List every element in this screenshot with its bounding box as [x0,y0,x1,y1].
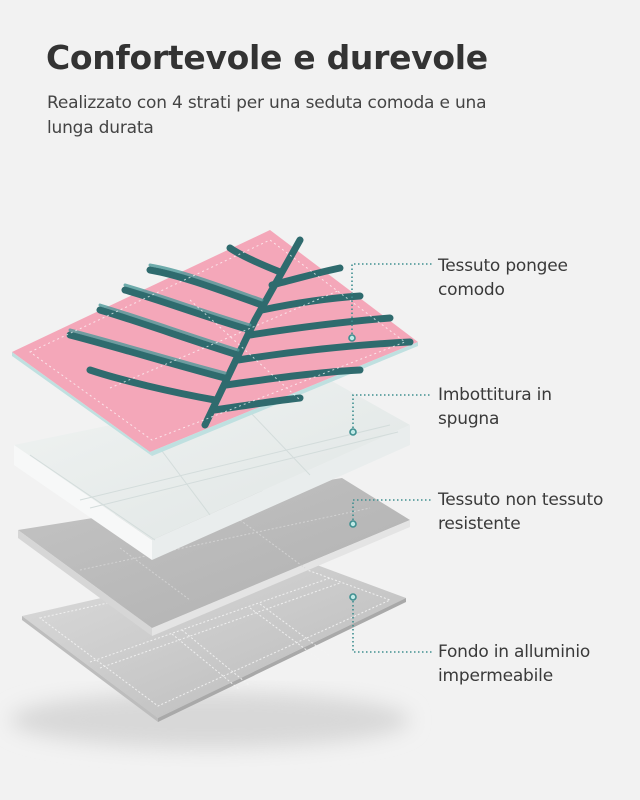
page-subtitle: Realizzato con 4 strati per una seduta c… [47,93,487,138]
leader-lines [351,263,432,653]
layer-foam-padding [14,380,410,560]
label-top-fabric-line1: Tessuto pongee [438,256,568,276]
leader-dot-foam [349,428,357,436]
label-non-woven: Tessuto non tessuto resistente [438,488,628,536]
label-non-woven-line1: Tessuto non tessuto [438,490,604,510]
page-title: Confortevole e durevole [46,38,488,77]
label-aluminium-bottom: Fondo in alluminio impermeabile [438,640,628,688]
label-non-woven-line2: resistente [438,514,521,534]
label-top-fabric-line2: comodo [438,280,505,300]
layer-top-fabric [12,230,418,456]
leader-dot-non-woven [349,520,357,528]
leader-dot-top-fabric [348,334,356,342]
label-aluminium-line2: impermeabile [438,666,553,686]
leader-line-non-woven [352,499,432,524]
label-foam-padding: Imbottitura in spugna [438,383,628,431]
leader-line-top-fabric [351,263,432,338]
leader-line-foam [352,394,432,432]
label-foam-line2: spugna [438,409,500,429]
label-top-fabric: Tessuto pongee comodo [438,254,628,302]
label-foam-line1: Imbottitura in [438,385,552,405]
ground-shadow [10,692,410,748]
leader-dots [348,334,357,601]
label-aluminium-line1: Fondo in alluminio [438,642,591,662]
leader-dot-aluminium [349,593,357,601]
